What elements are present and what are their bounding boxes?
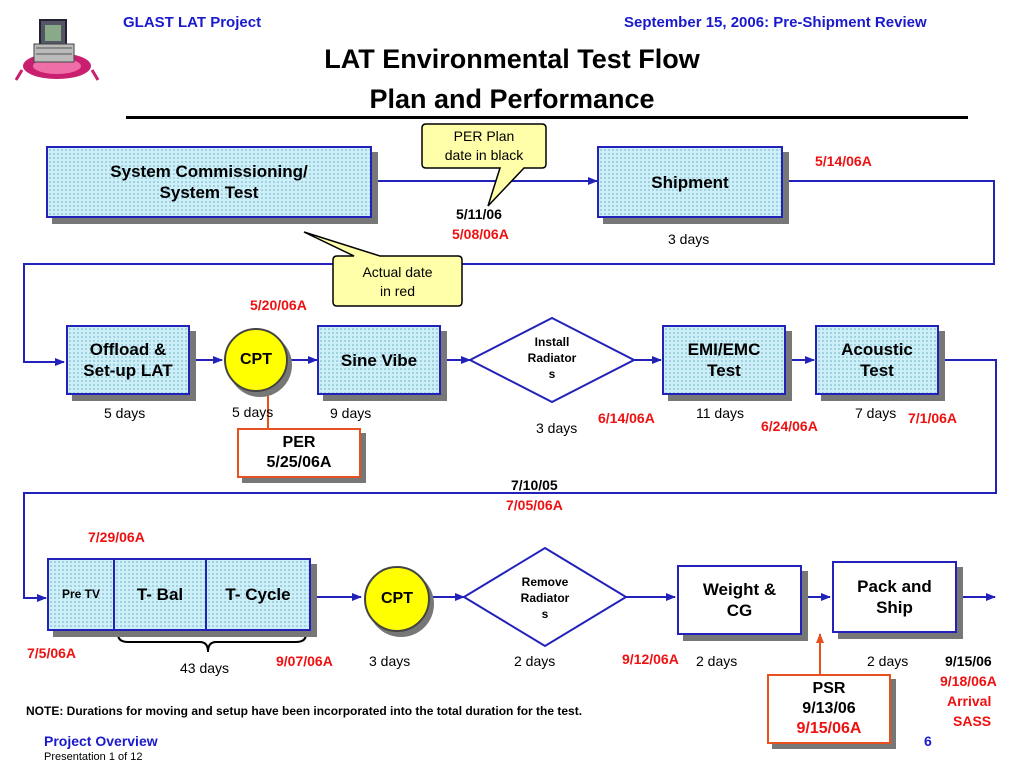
actual-callout-text: Actual date in red xyxy=(362,264,433,299)
actual-date-508: 5/08/06A xyxy=(452,226,509,242)
arrow-acoustic-to-row3 xyxy=(23,359,997,602)
psr-box[interactable]: PSR 9/13/06 9/15/06A xyxy=(767,674,891,744)
per-box[interactable]: PER 5/25/06A xyxy=(237,428,361,478)
sine-duration: 9 days xyxy=(330,405,372,421)
plan-callout-text: PER Plan date in black xyxy=(444,128,524,163)
cpt1-duration: 5 days xyxy=(232,404,274,420)
plan-date-915: 9/15/06 xyxy=(945,653,992,669)
actual-date-729: 7/29/06A xyxy=(88,529,145,545)
psr-actual-date: 9/15/06A xyxy=(796,720,862,737)
install-radiators-diamond xyxy=(467,316,637,404)
actual-date-75: 7/5/06A xyxy=(27,645,77,661)
per-title: PER xyxy=(282,434,316,451)
actual-date-624: 6/24/06A xyxy=(761,418,818,434)
cpt-circle-1[interactable]: CPT xyxy=(224,328,288,392)
arrow-shipment-to-row2 xyxy=(23,180,995,366)
emi-emc-box[interactable]: EMI/EMC Test xyxy=(662,325,786,395)
page-subtitle: Plan and Performance xyxy=(369,84,655,114)
tv-duration-brace xyxy=(117,633,307,653)
actual-date-907: 9/07/06A xyxy=(276,653,333,669)
arrival-label: Arrival xyxy=(947,693,992,709)
glast-logo xyxy=(12,14,102,84)
actual-date-614: 6/14/06A xyxy=(598,410,655,426)
offload-duration: 5 days xyxy=(104,405,146,421)
install-duration: 3 days xyxy=(536,420,578,436)
remove-duration: 2 days xyxy=(514,653,556,669)
actual-date-520: 5/20/06A xyxy=(250,297,307,313)
title-divider xyxy=(126,116,968,119)
remove-radiators-diamond xyxy=(462,546,628,648)
psr-plan-date: 9/13/06 xyxy=(802,700,856,717)
weight-duration: 2 days xyxy=(696,653,738,669)
actual-date-514: 5/14/06A xyxy=(815,153,872,169)
page-number: 6 xyxy=(924,733,932,749)
t-cycle-box[interactable]: T- Cycle xyxy=(205,558,311,631)
per-date: 5/25/06A xyxy=(266,454,332,471)
plan-date-710: 7/10/05 xyxy=(511,477,558,493)
tv-duration: 43 days xyxy=(180,660,230,676)
acoustic-duration: 7 days xyxy=(855,405,897,421)
plan-date-511: 5/11/06 xyxy=(456,206,502,222)
actual-date-71: 7/1/06A xyxy=(908,410,958,426)
emi-duration: 11 days xyxy=(696,405,744,421)
plan-callout-shape xyxy=(421,123,547,207)
footer-section: Project Overview xyxy=(44,733,158,749)
page-title: LAT Environmental Test Flow xyxy=(324,44,700,74)
duration-note: NOTE: Durations for moving and setup hav… xyxy=(26,704,583,718)
actual-date-918: 9/18/06A xyxy=(940,673,997,689)
pack-ship-box[interactable]: Pack and Ship xyxy=(832,561,957,633)
remove-radiators-label: Remove Radiator s xyxy=(520,575,570,621)
shipment-duration: 3 days xyxy=(668,231,710,247)
actual-callout-shape xyxy=(303,231,463,307)
install-radiators-label: Install Radiator s xyxy=(527,335,577,381)
t-bal-box[interactable]: T- Bal xyxy=(113,558,207,631)
project-name: GLAST LAT Project xyxy=(123,14,262,31)
sine-vibe-box[interactable]: Sine Vibe xyxy=(317,325,441,395)
offload-setup-box[interactable]: Offload & Set-up LAT xyxy=(66,325,190,395)
psr-title: PSR xyxy=(812,680,846,697)
system-commissioning-box[interactable]: System Commissioning/ System Test xyxy=(46,146,372,218)
cpt2-duration: 3 days xyxy=(369,653,411,669)
cpt-circle-2[interactable]: CPT xyxy=(364,566,430,632)
shipment-box[interactable]: Shipment xyxy=(597,146,783,218)
acoustic-box[interactable]: Acoustic Test xyxy=(815,325,939,395)
pack-duration: 2 days xyxy=(867,653,909,669)
pre-tv-box[interactable]: Pre TV xyxy=(47,558,115,631)
actual-date-912: 9/12/06A xyxy=(622,651,679,667)
footer-presentation: Presentation 1 of 12 xyxy=(44,751,143,763)
actual-date-705: 7/05/06A xyxy=(506,497,563,513)
sass-label: SASS xyxy=(953,713,992,729)
review-date: September 15, 2006: Pre-Shipment Review xyxy=(624,14,927,31)
weight-cg-box[interactable]: Weight & CG xyxy=(677,565,802,635)
